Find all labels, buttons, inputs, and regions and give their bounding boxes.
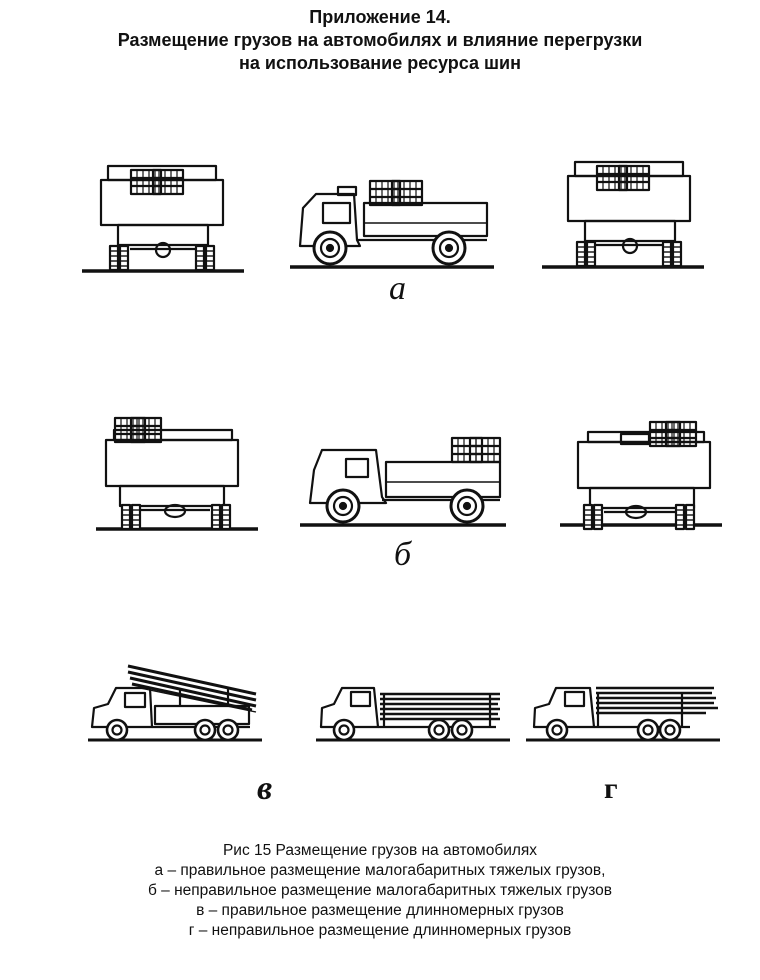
row-b-rear-view-left — [96, 416, 258, 531]
row-v-truck-long-load-flat — [316, 686, 510, 742]
caption-line-3: б – неправильное размещение малогабаритн… — [147, 882, 612, 899]
trucks-figure — [82, 160, 722, 742]
label-b: б — [394, 536, 412, 573]
caption-line-2: а – правильное размещение малогабаритных… — [154, 862, 606, 879]
appendix-heading: Приложение 14. — [309, 7, 451, 27]
row-b-rear-view-right — [560, 420, 722, 531]
page-title-line-2: на использование ресурса шин — [239, 53, 521, 73]
caption-line-4: в – правильное размещение длинномерных г… — [196, 902, 564, 919]
row-a-rear-view-right — [542, 160, 704, 269]
row-v-truck-long-load-tilted — [88, 664, 262, 742]
page-title-line-1: Размещение грузов на автомобилях и влиян… — [117, 30, 643, 50]
caption-line-5: г – неправильное размещение длинномерных… — [188, 922, 572, 939]
title-block: Приложение 14. Размещение грузов на авто… — [0, 6, 760, 75]
label-a: а — [389, 270, 406, 307]
figure-caption: Рис 15 Размещение грузов на автомобилях … — [0, 841, 760, 941]
row-a-side-view-truck — [290, 179, 494, 269]
label-v: в — [257, 770, 273, 807]
row-b-side-view-truck — [300, 436, 506, 527]
row-g-truck-long-load-overhang — [526, 686, 720, 742]
row-a-rear-view-left — [82, 164, 244, 273]
caption-line-1: Рис 15 Размещение грузов на автомобилях — [222, 842, 538, 859]
label-g: г — [604, 772, 618, 805]
